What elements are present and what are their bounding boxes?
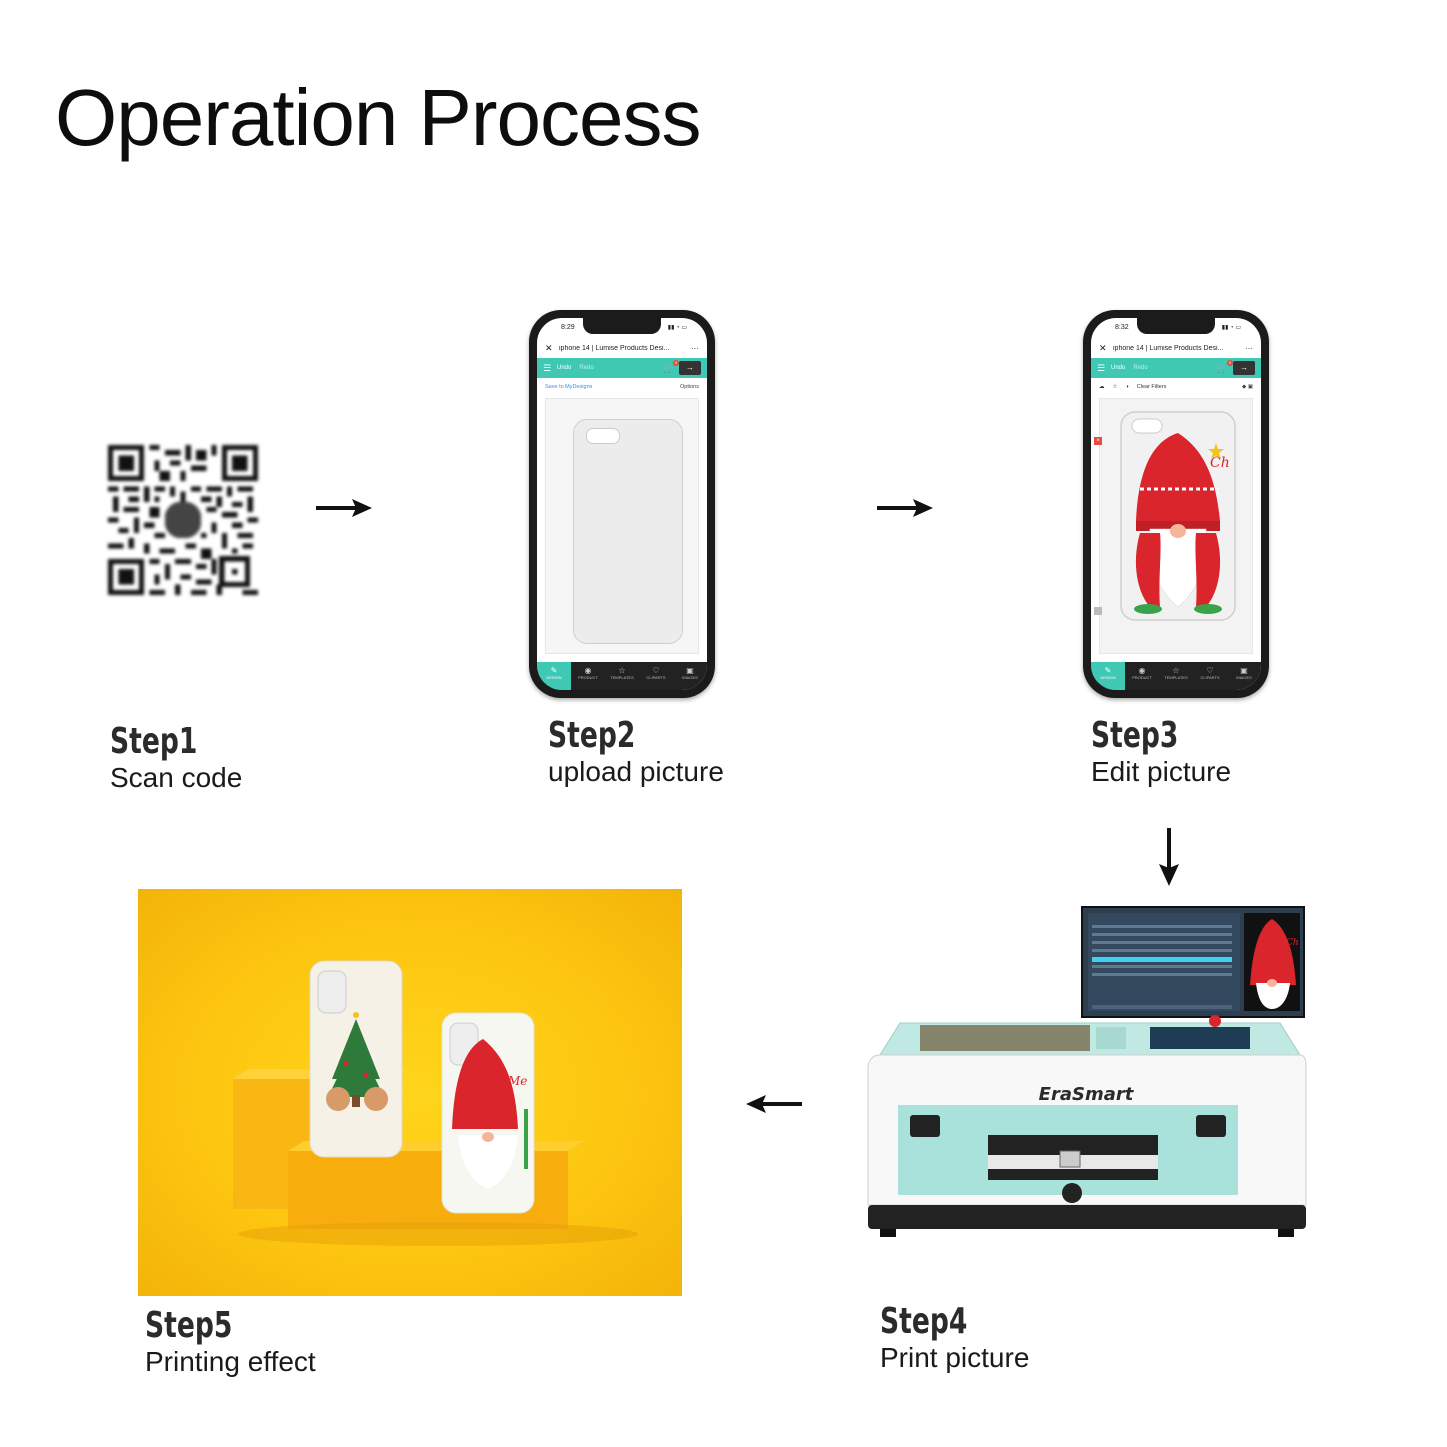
nav-templates[interactable]: ☆TEMPLATES [1164,666,1188,680]
close-icon[interactable]: ✕ [545,342,553,353]
menu-icon[interactable]: ☰ [543,362,552,373]
step3-description: Edit picture [1091,756,1232,787]
printer-brand-logo: EraSmart [1039,1084,1135,1105]
status-time: 8:32 [1115,324,1129,331]
phone-upload-screen: 8:29 ▮▮ ◔ ▭ ✕ iphone 14 | Lumise Product… [529,310,715,698]
qr-code-image [108,445,258,595]
step2-label: Step2 [548,715,636,756]
nav-product[interactable]: ◉PRODUCT [1132,666,1152,680]
status-icons: ▮▮ ◔ ▭ [667,325,687,331]
next-button[interactable]: → [1233,361,1255,375]
svg-text:Me: Me [507,1074,527,1088]
nav-cliparts[interactable]: ♡CLIPARTS [646,666,666,680]
step5-description: Printing effect [145,1346,316,1377]
svg-text:Ch: Ch [1286,938,1299,948]
browser-bar: ✕ iphone 14 | Lumise Products Desi... ··… [537,338,707,358]
arrow-right-icon [877,499,933,517]
app-toolbar: ☰ Undo Redo 🛒0 → [537,358,707,378]
app-toolbar: ☰ Undo Redo 🛒0 → [1091,358,1261,378]
clear-filters-button[interactable]: Clear Filters [1136,384,1167,390]
cart-icon[interactable]: 🛒0 [663,359,679,373]
step1-label: Step1 [110,721,198,762]
svg-text:Ch: Ch [1210,455,1230,471]
nav-templates[interactable]: ☆TEMPLATES [610,666,634,680]
gnome-design-case[interactable]: Ch [1120,411,1236,621]
arrow-down-icon [1159,828,1179,886]
blank-phone-case [573,419,683,644]
more-icon[interactable]: ··· [691,343,699,353]
next-button[interactable]: → [679,361,701,375]
cloud-icon[interactable]: ☁ [1099,384,1105,390]
phone-notch [583,318,661,334]
browser-tab-title: iphone 14 | Lumise Products Desi... [1113,344,1224,352]
nav-product[interactable]: ◉PRODUCT [578,666,598,680]
printed-cases-photo: Me [138,889,682,1296]
browser-tab-title: iphone 14 | Lumise Products Desi... [559,344,670,352]
save-to-mydesigns-button[interactable]: Save to MyDesigns [545,384,593,390]
status-icons: ▮▮ ◔ ▭ [1221,325,1241,331]
resize-handle-icon[interactable] [1094,607,1102,615]
design-canvas[interactable] [545,398,699,654]
nav-images[interactable]: ▣IMAGES [682,666,698,680]
fill-icon[interactable]: ◆ ▣ [1242,384,1253,390]
close-icon[interactable]: ✕ [1099,342,1107,353]
design-toolbar: Save to MyDesigns Options [537,380,707,394]
step5-label: Step5 [145,1305,233,1346]
nav-cliparts[interactable]: ♡CLIPARTS [1200,666,1220,680]
status-time: 8:29 [561,324,575,331]
step1-description: Scan code [110,762,243,793]
star-icon[interactable]: ☆ [1112,384,1118,390]
step3-label: Step3 [1091,715,1179,756]
redo-button[interactable]: Redo [579,365,594,371]
bottom-nav: ✎DESIGN ◉PRODUCT ☆TEMPLATES ♡CLIPARTS ▣I… [1091,662,1261,690]
undo-button[interactable]: Undo [1111,365,1126,371]
bottom-nav: ✎DESIGN ◉PRODUCT ☆TEMPLATES ♡CLIPARTS ▣I… [537,662,707,690]
filter-icon[interactable]: ◑ [1125,384,1129,390]
step4-label: Step4 [880,1301,968,1342]
cart-icon[interactable]: 🛒0 [1217,359,1233,373]
phone-edit-screen: 8:32 ▮▮ ◔ ▭ ✕ iphone 14 | Lumise Product… [1083,310,1269,698]
step2-description: upload picture [548,756,724,787]
edit-toolbar: ☁ ☆ ◑ Clear Filters ◆ ▣ [1091,380,1261,394]
delete-handle-icon[interactable]: × [1094,437,1102,445]
page-title: Operation Process [55,73,702,162]
design-canvas[interactable]: Ch × [1094,398,1253,654]
menu-icon[interactable]: ☰ [1097,362,1106,373]
uv-printer-image: Ch EraSmart [867,906,1307,1237]
phone-notch [1137,318,1215,334]
more-icon[interactable]: ··· [1245,343,1253,353]
browser-bar: ✕ iphone 14 | Lumise Products Desi... ··… [1091,338,1261,358]
redo-button[interactable]: Redo [1133,365,1148,371]
nav-images[interactable]: ▣IMAGES [1236,666,1252,680]
arrow-left-icon [746,1095,802,1113]
step4-description: Print picture [880,1342,1030,1373]
arrow-right-icon [316,499,372,517]
nav-design[interactable]: ✎DESIGN [1091,662,1125,690]
nav-design[interactable]: ✎DESIGN [537,662,571,690]
options-button[interactable]: Options [680,384,699,390]
undo-button[interactable]: Undo [557,365,572,371]
